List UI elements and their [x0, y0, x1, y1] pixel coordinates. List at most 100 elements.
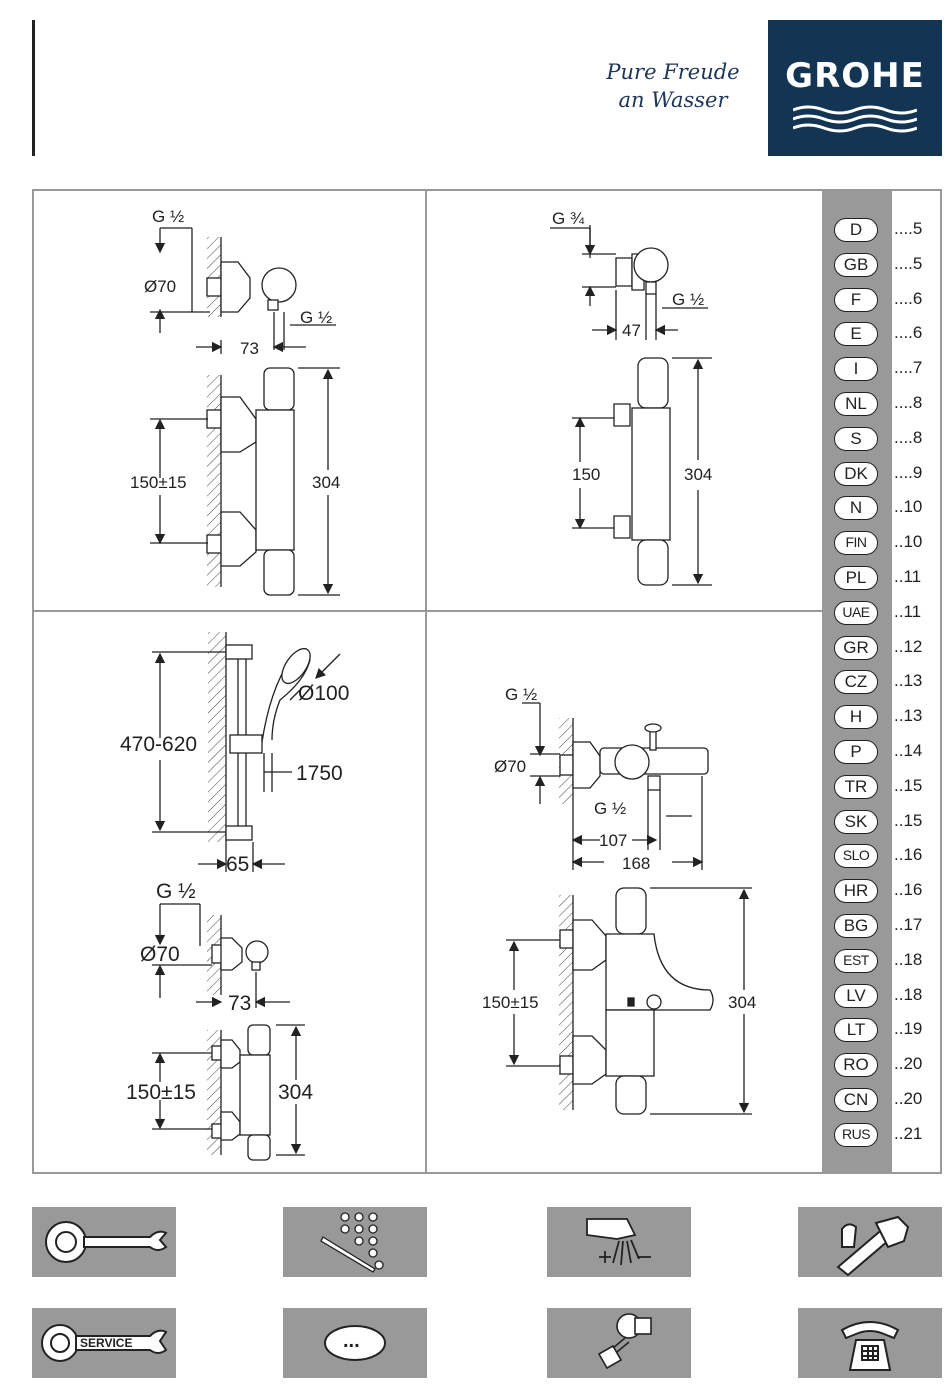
language-code-badge: RO: [834, 1053, 878, 1078]
language-code-badge: FIN: [834, 531, 878, 556]
language-code-badge: GR: [834, 635, 878, 660]
p1-spacing: 150±15: [130, 473, 187, 492]
language-item-h[interactable]: H ..13: [822, 703, 942, 733]
service-label: SERVICE: [80, 1336, 133, 1350]
language-item-cn[interactable]: CN ..20: [822, 1086, 942, 1116]
language-code-badge: NL: [834, 392, 878, 416]
language-page-number: ..18: [894, 949, 923, 969]
tagline-line-2: an Wasser: [618, 88, 728, 112]
spout-temperature-icon: [586, 1218, 651, 1266]
language-item-gb[interactable]: GB....5: [822, 251, 942, 281]
language-item-e[interactable]: E ....6: [822, 320, 942, 350]
p3-g-top: G ½: [156, 880, 196, 903]
language-item-fin[interactable]: FIN ..10: [822, 529, 942, 559]
language-code-badge: D: [834, 218, 878, 242]
brand-tagline: Pure Freude an Wasser: [598, 58, 748, 114]
tools-icon-box: [32, 1207, 176, 1277]
language-page-number: ..20: [894, 1054, 923, 1074]
p1-g-out: G ½: [300, 308, 332, 327]
language-code-badge: E: [834, 322, 878, 347]
language-item-lv[interactable]: LV..18: [822, 982, 942, 1012]
language-item-uae[interactable]: UAE..11: [822, 599, 942, 629]
p4-spacing: 150±15: [482, 993, 539, 1012]
language-page-number: ..10: [894, 497, 923, 517]
language-item-s[interactable]: S ....8: [822, 425, 942, 455]
language-page-number: ..14: [894, 741, 923, 760]
language-item-slo[interactable]: SLO..16: [822, 842, 942, 872]
language-page-number: ..13: [894, 671, 923, 691]
language-page-number: ..16: [894, 880, 923, 900]
language-page-number: ....9: [894, 462, 923, 482]
language-item-cz[interactable]: CZ..13: [822, 668, 942, 698]
language-page-number: ..10: [894, 532, 923, 552]
language-code-badge: BG: [834, 914, 878, 938]
p2-g-out: G ½: [672, 290, 704, 309]
language-code-badge: F: [834, 287, 878, 312]
service-icon-box[interactable]: SERVICE: [32, 1308, 176, 1378]
language-page-number: ..15: [894, 810, 923, 830]
waves-icon: [793, 105, 917, 133]
more-bubble-icon: [324, 1325, 386, 1361]
language-item-lt[interactable]: LT ..19: [822, 1016, 942, 1046]
p3-head-diameter: Ø100: [298, 682, 349, 705]
language-code-badge: CN: [834, 1088, 878, 1112]
language-code-badge: SLO: [834, 844, 878, 869]
language-item-hr[interactable]: HR..16: [822, 877, 942, 907]
wrench-icon: [45, 1221, 168, 1263]
language-page-number: ..11: [894, 567, 922, 586]
p2-width: 47: [622, 321, 641, 340]
language-code-badge: H: [834, 705, 878, 730]
language-item-gr[interactable]: GR ..12: [822, 634, 942, 664]
language-code-badge: EST: [834, 948, 878, 973]
language-page-number: ....6: [894, 288, 923, 308]
language-code-badge: SK: [834, 809, 878, 834]
header-rule: [32, 20, 35, 156]
language-item-sk[interactable]: SK ..15: [822, 808, 942, 838]
p1-diameter: Ø70: [144, 277, 176, 296]
language-item-rus[interactable]: RUS..21: [822, 1121, 942, 1151]
language-item-dk[interactable]: DK....9: [822, 460, 942, 490]
language-item-bg[interactable]: BG..17: [822, 912, 942, 942]
cartridge-parts-icon: [597, 1313, 652, 1370]
p2-g-top: G ¾: [552, 209, 585, 228]
more-icon-box[interactable]: ...: [283, 1308, 427, 1378]
language-page-number: ....7: [894, 358, 923, 378]
language-page-number: ..12: [894, 636, 923, 656]
language-page-number: ..20: [894, 1089, 923, 1108]
language-item-i[interactable]: I ....7: [822, 355, 942, 385]
p3-width-2: 73: [228, 992, 251, 1015]
p3-width: 65: [226, 853, 249, 876]
language-page-number: ..13: [894, 706, 923, 726]
language-page-number: ..18: [894, 984, 923, 1004]
language-code-badge: I: [834, 357, 878, 382]
language-page-number: ..19: [894, 1019, 923, 1039]
p4-diameter: Ø70: [494, 757, 526, 776]
language-item-d[interactable]: D ....5: [822, 216, 942, 246]
language-item-ro[interactable]: RO ..20: [822, 1051, 942, 1081]
language-code-badge: GB: [834, 252, 878, 277]
language-code-badge: N: [834, 496, 878, 521]
language-item-n[interactable]: N ..10: [822, 494, 942, 524]
language-page-number: ....8: [894, 427, 923, 447]
language-code-badge: LT: [834, 1018, 878, 1043]
hotline-icon-box[interactable]: [798, 1308, 942, 1378]
grohe-logo: GROHE: [768, 20, 942, 156]
language-item-p[interactable]: P ..14: [822, 738, 942, 768]
language-page-number: ....5: [894, 219, 923, 238]
p3-height: 304: [278, 1081, 313, 1104]
language-item-tr[interactable]: TR..15: [822, 773, 942, 803]
language-item-pl[interactable]: PL ..11: [822, 564, 942, 594]
language-page-number: ..15: [894, 775, 923, 795]
p1-g-top: G ½: [152, 207, 184, 226]
language-code-badge: PL: [834, 566, 878, 590]
language-item-est[interactable]: EST ..18: [822, 947, 942, 977]
language-code-badge: P: [834, 740, 878, 764]
language-code-badge: S: [834, 426, 878, 451]
language-item-nl[interactable]: NL....8: [822, 390, 942, 420]
language-page-number: ....6: [894, 323, 923, 343]
spray-nozzles-icon: [320, 1212, 384, 1273]
cleaning-icon-box: [283, 1207, 427, 1277]
drawing-frame: [32, 189, 942, 1174]
language-item-f[interactable]: F ....6: [822, 286, 942, 316]
